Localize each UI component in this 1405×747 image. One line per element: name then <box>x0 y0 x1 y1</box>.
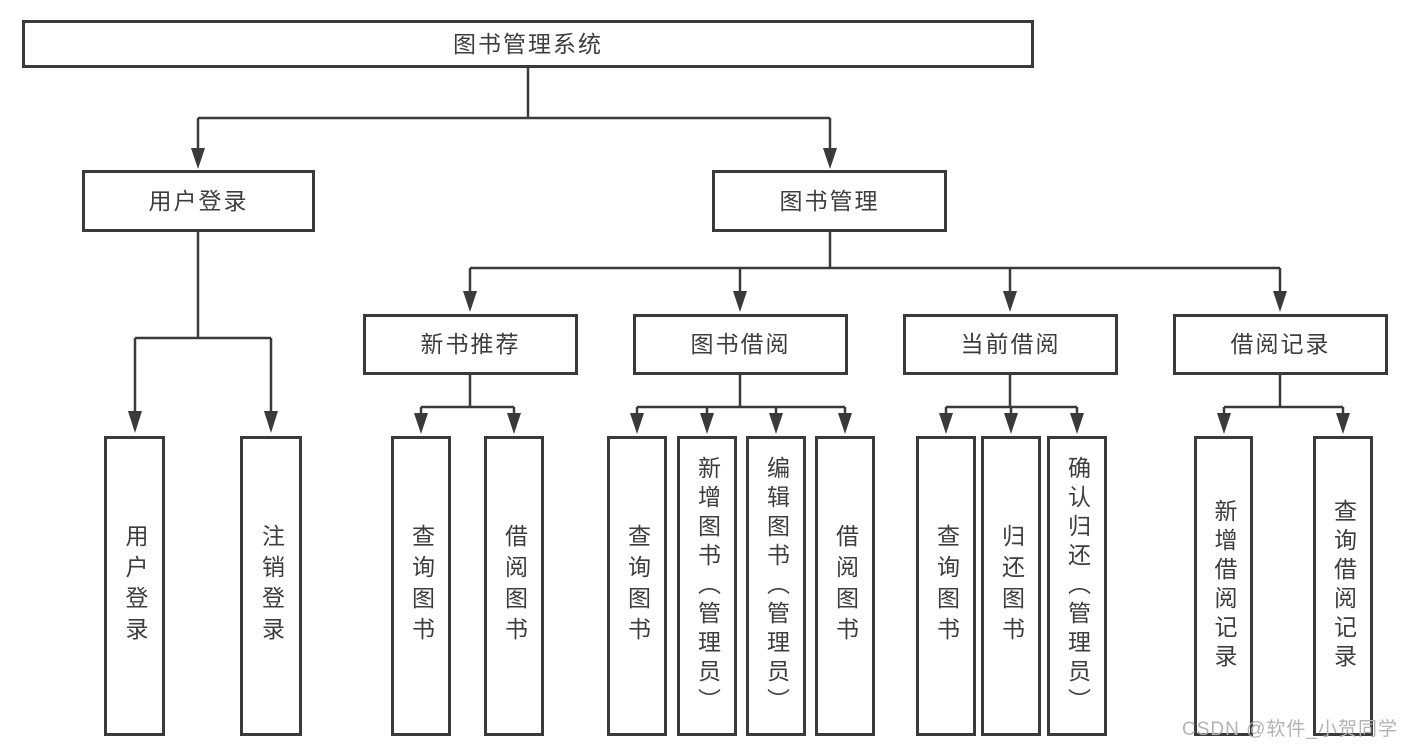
leaf-logout-login: 注销登录 <box>240 436 302 736</box>
leaf-newbook-borrow-books: 借阅图书 <box>484 436 544 736</box>
node-new-book-recommend: 新书推荐 <box>363 314 578 375</box>
arrow-bb-add <box>700 413 714 434</box>
arrow-user-login <box>191 148 205 169</box>
leaf-records-add-record: 新增借阅记录 <box>1194 436 1253 736</box>
connector-current-borrow-children <box>944 375 1079 414</box>
csdn-watermark: CSDN @软件_小贺同学 <box>1182 719 1398 740</box>
arrow-book-management <box>823 148 837 169</box>
leaf-current-confirm-return-admin: 确认归还（管理员） <box>1047 436 1107 736</box>
leaf-borrow-query-books: 查询图书 <box>607 436 667 736</box>
node-borrow-records: 借阅记录 <box>1173 314 1388 375</box>
node-user-login: 用户登录 <box>82 170 315 232</box>
arrow-br-query <box>1336 413 1350 434</box>
arrow-cb-query <box>939 413 953 434</box>
node-root: 图书管理系统 <box>22 20 1034 68</box>
arrow-current-borrow <box>1003 291 1017 312</box>
arrow-borrow-records <box>1273 291 1287 312</box>
leaf-user-login: 用户登录 <box>104 436 165 736</box>
arrow-leaf-logout <box>264 411 278 433</box>
arrow-leaf-user-login <box>128 411 142 433</box>
leaf-borrow-add-books-admin: 新增图书（管理员） <box>677 436 737 736</box>
leaf-newbook-query-books: 查询图书 <box>391 436 451 736</box>
leaf-borrow-borrow-books: 借阅图书 <box>815 436 875 736</box>
arrow-bb-borrow <box>838 413 852 434</box>
node-book-management: 图书管理 <box>712 170 947 232</box>
arrow-br-add <box>1217 413 1231 434</box>
leaf-records-query-record: 查询借阅记录 <box>1313 436 1373 736</box>
connector-book-borrow-children <box>635 375 847 414</box>
connector-root-to-level2 <box>196 68 832 150</box>
arrow-cb-return <box>1004 413 1018 434</box>
arrow-bb-query <box>630 413 644 434</box>
arrow-bb-edit <box>769 413 783 434</box>
connector-book-management-children <box>468 232 1282 292</box>
connector-user-login-children <box>133 232 273 412</box>
arrow-nbr-borrow <box>507 413 521 434</box>
arrow-cb-confirm <box>1070 413 1084 434</box>
arrow-new-book-recommend <box>463 291 477 312</box>
node-current-borrow: 当前借阅 <box>903 314 1118 375</box>
leaf-current-query-books: 查询图书 <box>916 436 976 736</box>
node-book-borrow: 图书借阅 <box>633 314 848 375</box>
connector-new-book-recommend-children <box>419 375 516 414</box>
connector-borrow-records-children <box>1222 375 1345 414</box>
leaf-borrow-edit-books-admin: 编辑图书（管理员） <box>746 436 806 736</box>
arrow-book-borrow <box>733 291 747 312</box>
leaf-current-return-books: 归还图书 <box>981 436 1041 736</box>
arrow-nbr-query <box>414 413 428 434</box>
